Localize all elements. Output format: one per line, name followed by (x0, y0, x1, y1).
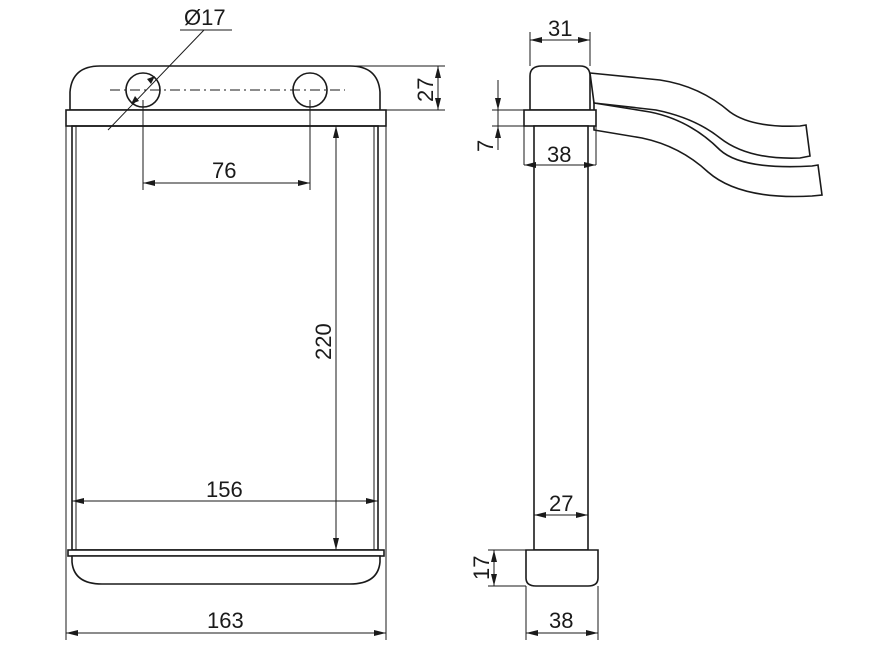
arrow-27-bottom (435, 98, 441, 110)
arrow-163-left (66, 630, 78, 636)
dim-core-width: 156 (206, 477, 243, 502)
diameter-leader (107, 29, 205, 131)
upper-pipe (589, 72, 811, 159)
dim-side-core-depth: 27 (549, 491, 573, 516)
arrow-76-left (143, 180, 155, 186)
arrow-27-top (435, 66, 441, 78)
arrow-38-top-left (524, 162, 536, 168)
arrow-38-bottom-right (586, 630, 598, 636)
arrow-27-core-right (576, 512, 588, 518)
front-view: Ø17 76 27 220 156 163 (65, 5, 445, 640)
dim-flange-thickness: 7 (473, 140, 498, 152)
arrow-156-right (366, 498, 378, 504)
arrow-38-top-right (584, 162, 596, 168)
dim-header-height: 27 (413, 78, 438, 102)
diameter-arrow-bottom (131, 96, 139, 104)
dim-core-height: 220 (311, 323, 336, 360)
arrow-31-right (578, 37, 590, 43)
arrow-27-core-left (534, 512, 546, 518)
dim-hole-spacing: 76 (212, 158, 236, 183)
dim-side-top-width: 31 (548, 16, 572, 41)
front-bottom-plate (67, 549, 385, 557)
arrow-17-bottom (491, 574, 497, 586)
arrow-38-bottom-left (526, 630, 538, 636)
dim-flange-width: 38 (547, 142, 571, 167)
dim-hole-diameter: Ø17 (184, 5, 226, 30)
dim-side-bottom-width: 38 (549, 608, 573, 633)
arrow-163-right (374, 630, 386, 636)
dim-overall-width: 163 (207, 608, 244, 633)
front-top-tank (69, 65, 381, 111)
arrow-156-left (72, 498, 84, 504)
arrow-31-left (530, 37, 542, 43)
arrow-220-top (333, 126, 339, 138)
arrow-76-right (298, 180, 310, 186)
arrow-220-bottom (333, 538, 339, 550)
side-top-tank (529, 65, 591, 111)
arrow-7-bottom (495, 126, 501, 138)
dim-bottom-tank-height: 17 (469, 556, 494, 580)
side-view: 31 7 38 27 17 38 (469, 16, 823, 640)
arrow-17-top (491, 550, 497, 562)
side-core (533, 125, 589, 551)
side-bottom-tank (525, 549, 599, 587)
arrow-7-top (495, 98, 501, 110)
front-bottom-tank (71, 555, 381, 585)
diameter-arrow-top (147, 76, 155, 84)
side-flange (523, 109, 597, 127)
lower-pipe (593, 102, 823, 198)
